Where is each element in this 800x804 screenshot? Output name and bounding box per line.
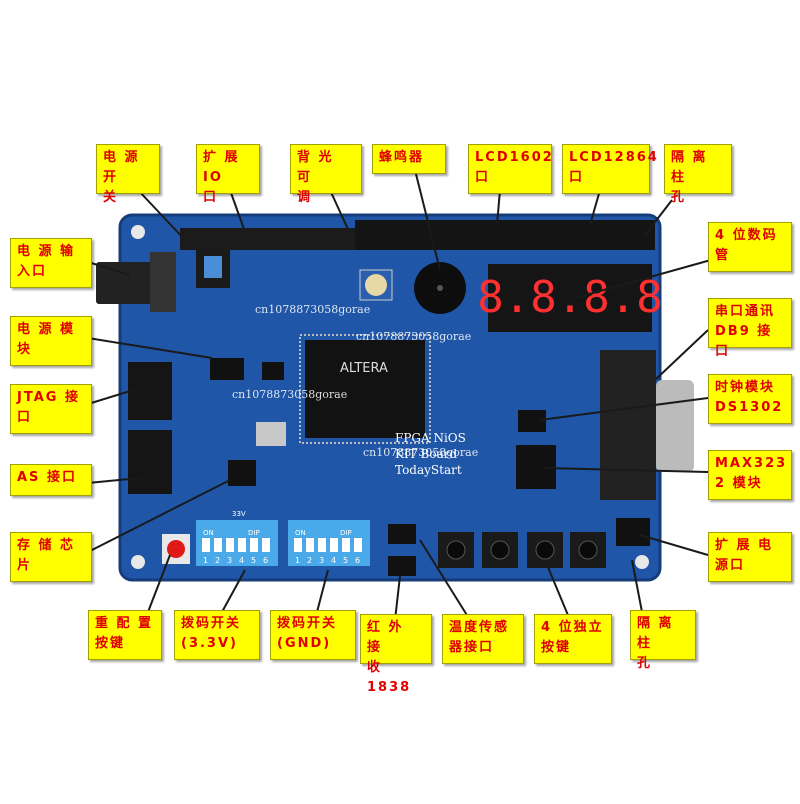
max3232-chip: [516, 445, 556, 489]
board-text: FPGA NiOS: [395, 431, 466, 445]
clock-chip: [518, 410, 546, 432]
label-temp-sensor: 温度传感器接口: [442, 614, 524, 664]
watermark: cn1078873058gorae: [232, 388, 347, 401]
label-keys4: 4 位独立按键: [534, 614, 612, 664]
dip-number: 4: [331, 556, 336, 565]
label-isolation-post-top: 隔 离 柱孔: [664, 144, 732, 205]
label-expansion-power: 扩 展 电源口: [708, 532, 792, 582]
power-jack: [96, 262, 158, 304]
dip-key: [294, 538, 302, 552]
fpga-chip: [305, 340, 425, 438]
mount-hole-icon: [131, 225, 145, 239]
dip-key: [226, 538, 234, 552]
dip-key: [250, 538, 258, 552]
dip-number: 3: [319, 556, 324, 565]
io-header: [180, 228, 355, 250]
dip-key: [306, 538, 314, 552]
dip-key: [214, 538, 222, 552]
label-reset-key: 重 配 置按键: [88, 610, 162, 660]
crystal: [256, 422, 286, 446]
dip-key: [342, 538, 350, 552]
lcd-header: [355, 220, 655, 250]
label-backlight: 背 光 可调: [290, 144, 362, 205]
board-text: TodayStart: [395, 463, 462, 477]
label-as-port: AS 接口: [10, 464, 92, 496]
power-regulator: [210, 358, 244, 380]
jtag-header: [128, 362, 172, 420]
label-dip-33: 拨码开关(3.3V): [174, 610, 260, 660]
dip-number: 5: [343, 556, 348, 565]
label-storage-chip: 存 储 芯片: [10, 532, 92, 582]
dip-dip: DIP: [340, 529, 352, 537]
dip-key: [330, 538, 338, 552]
leader-lines: [87, 169, 719, 621]
seven-seg-display: [488, 264, 652, 332]
label-power-module: 电 源 模块: [10, 316, 92, 366]
dip-key: [318, 538, 326, 552]
dip-key: [262, 538, 270, 552]
label-seg-display: 4 位数码管: [708, 222, 792, 272]
dip-number: 2: [307, 556, 312, 565]
label-jtag: JTAG 接口: [10, 384, 92, 434]
dip-key: [202, 538, 210, 552]
label-buzzer: 蜂鸣器: [372, 144, 446, 174]
watermark: cn1078873058gorae: [363, 446, 478, 459]
dip-dip: DIP: [248, 529, 260, 537]
label-power-switch: 电 源 开关: [96, 144, 160, 205]
reset-button: [167, 540, 185, 558]
dip-number: 4: [239, 556, 244, 565]
mount-hole-icon: [635, 555, 649, 569]
chip-brand: ALTERA: [340, 361, 388, 376]
v33-label: 33V: [232, 510, 246, 518]
dip-number: 5: [251, 556, 256, 565]
dip-number: 6: [263, 556, 268, 565]
seg-digits: 8.8.8.8: [477, 272, 662, 323]
board-text: KIT Board: [395, 447, 457, 461]
dip-on: ON: [203, 529, 214, 537]
dip-number: 6: [355, 556, 360, 565]
label-power-input: 电 源 输入口: [10, 238, 92, 288]
temp-sensor-header: [388, 524, 416, 544]
dip-number: 1: [203, 556, 208, 565]
mount-hole-icon: [131, 555, 145, 569]
as-header: [128, 430, 172, 494]
ir-header: [388, 556, 416, 576]
dip-number: 3: [227, 556, 232, 565]
storage-chip: [228, 460, 256, 486]
potentiometer: [365, 274, 387, 296]
db9-connector: [600, 350, 656, 500]
watermark: cn1078873058gorae: [356, 330, 471, 343]
dip-on: ON: [295, 529, 306, 537]
dip-key: [238, 538, 246, 552]
dip-number: 1: [295, 556, 300, 565]
label-dip-gnd: 拨码开关(GND): [270, 610, 356, 660]
label-ir-recv: 红 外 接收 1838: [360, 614, 432, 695]
expansion-power-header: [616, 518, 650, 546]
label-isolation-post-bottom: 隔 离 柱孔: [630, 610, 696, 671]
dip-number: 2: [215, 556, 220, 565]
dip-key: [354, 538, 362, 552]
watermark: cn1078873058gorae: [255, 303, 370, 316]
